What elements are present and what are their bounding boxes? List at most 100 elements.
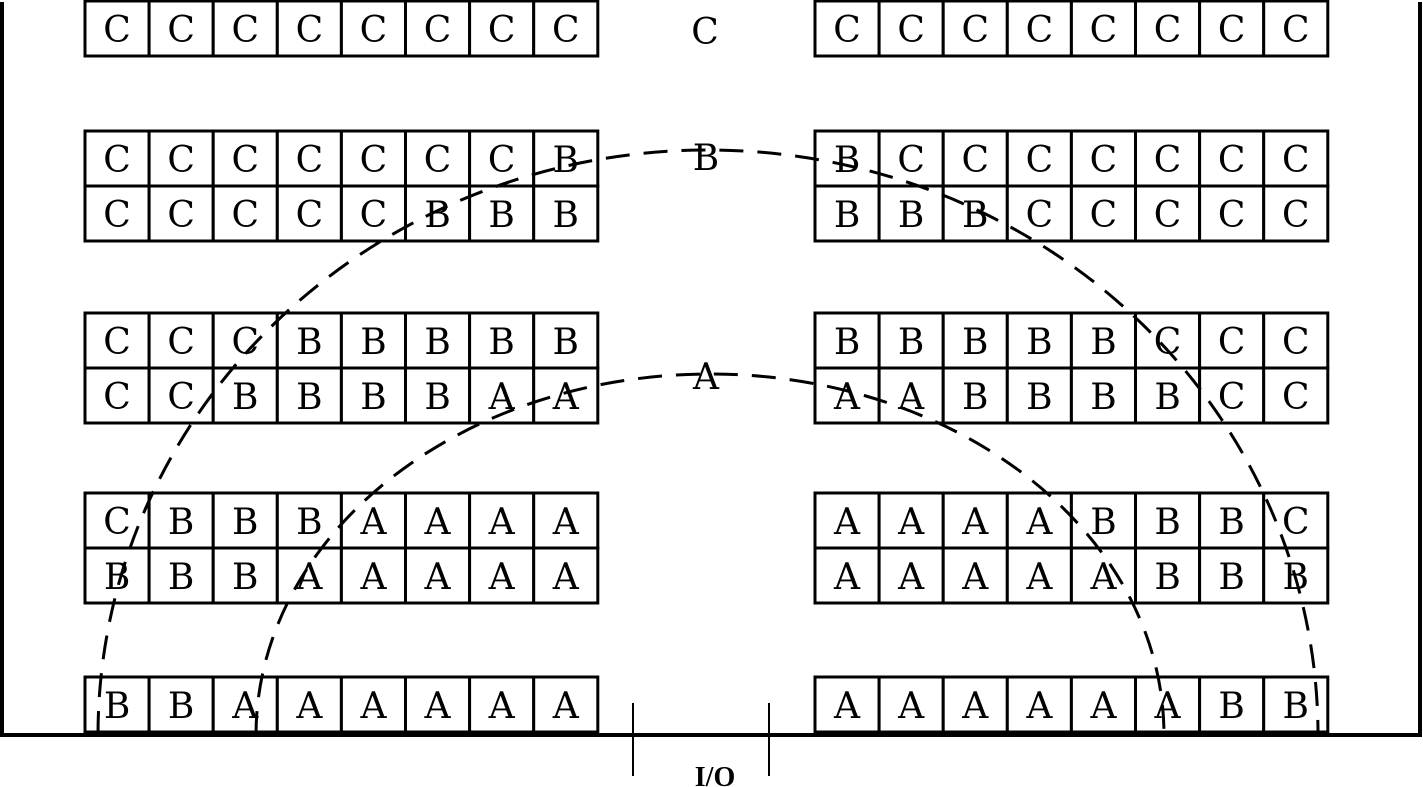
- storage-cell: A: [813, 366, 881, 425]
- storage-cell-box: [404, 0, 472, 58]
- storage-cell: B: [1198, 546, 1266, 605]
- storage-cell-class-label: C: [1218, 195, 1246, 236]
- storage-cell-class-label: C: [488, 10, 516, 51]
- storage-cell-class-label: A: [833, 502, 861, 543]
- storage-cell-class-label: B: [1026, 322, 1052, 363]
- storage-cell: A: [941, 546, 1009, 605]
- storage-cell-class-label: A: [833, 686, 861, 727]
- storage-cell-class-label: C: [167, 377, 195, 418]
- storage-cell: A: [877, 675, 945, 734]
- storage-cell: C: [1069, 184, 1138, 243]
- storage-cell: A: [1134, 675, 1202, 734]
- warehouse-outline: [0, 2, 1422, 737]
- storage-cell: B: [275, 366, 343, 425]
- storage-cell: C: [1262, 129, 1330, 188]
- storage-cell-box: [83, 366, 151, 425]
- storage-cell-class-label: A: [833, 377, 861, 418]
- storage-cell: C: [404, 0, 472, 58]
- storage-cell-box: [339, 675, 407, 734]
- storage-cell: B: [147, 546, 215, 605]
- storage-cell: B: [532, 311, 600, 370]
- storage-cell: B: [275, 311, 343, 370]
- storage-cell-class-label: C: [103, 10, 131, 51]
- storage-cell: C: [1069, 129, 1138, 188]
- storage-cell-class-label: C: [1026, 10, 1054, 51]
- storage-cell-class-label: B: [1026, 377, 1052, 418]
- storage-cell-class-label: C: [1154, 140, 1182, 181]
- storage-cell-class-label: B: [834, 322, 860, 363]
- storage-cell-class-label: C: [1218, 140, 1246, 181]
- storage-cell-class-label: C: [167, 10, 195, 51]
- storage-cell-box: [1134, 675, 1202, 734]
- storage-cell-box: [211, 491, 279, 550]
- storage-cell-class-label: B: [1090, 322, 1116, 363]
- storage-cell-class-label: A: [231, 686, 259, 727]
- storage-cell-box: [813, 129, 881, 188]
- storage-cell-class-label: A: [359, 686, 387, 727]
- storage-cell-class-label: B: [1154, 377, 1180, 418]
- storage-cell: B: [404, 311, 472, 370]
- storage-cell-class-label: A: [897, 502, 925, 543]
- storage-cell-class-label: B: [360, 322, 386, 363]
- storage-cell: A: [339, 675, 407, 734]
- storage-cell-class-label: C: [360, 140, 388, 181]
- storage-cell-box: [147, 546, 215, 605]
- storage-cell-class-label: C: [424, 10, 452, 51]
- storage-cell-box: [147, 675, 215, 734]
- storage-cell: A: [941, 675, 1009, 734]
- storage-cell-class-label: B: [1090, 377, 1116, 418]
- storage-cell: B: [147, 675, 215, 734]
- storage-cell: A: [877, 366, 945, 425]
- storage-cell: C: [83, 311, 151, 370]
- storage-cell-box: [813, 675, 881, 734]
- storage-cell: C: [147, 366, 215, 425]
- storage-cell-class-label: C: [1026, 195, 1054, 236]
- storage-cell-box: [941, 491, 1009, 550]
- storage-cell-class-label: C: [552, 10, 580, 51]
- storage-cell-box: [532, 0, 600, 58]
- storage-cell: B: [83, 546, 151, 605]
- storage-cell: C: [83, 184, 151, 243]
- storage-cell: A: [532, 546, 600, 605]
- storage-cell-box: [339, 546, 407, 605]
- storage-cell-class-label: B: [296, 502, 322, 543]
- storage-cell-class-label: B: [168, 557, 194, 598]
- storage-cell-class-label: B: [898, 195, 924, 236]
- storage-cell-class-label: A: [1089, 557, 1117, 598]
- storage-cell: C: [1069, 0, 1138, 58]
- storage-cell-class-label: B: [1218, 686, 1244, 727]
- storage-cell: A: [941, 491, 1009, 550]
- storage-cell: B: [1005, 366, 1073, 425]
- storage-cell-box: [275, 675, 343, 734]
- storage-cell-box: [532, 184, 600, 243]
- storage-cell-box: [275, 184, 343, 243]
- storage-cell: A: [339, 546, 407, 605]
- storage-cell-class-label: B: [553, 140, 579, 181]
- storage-cell: C: [468, 129, 536, 188]
- storage-cell-class-label: B: [553, 322, 579, 363]
- storage-cell-box: [1134, 0, 1202, 58]
- storage-cell-class-label: C: [424, 140, 452, 181]
- storage-cell-box: [1262, 366, 1330, 425]
- storage-cell: C: [941, 0, 1009, 58]
- storage-cell: B: [877, 311, 945, 370]
- storage-cell-box: [1262, 0, 1330, 58]
- storage-cell-box: [1198, 491, 1266, 550]
- storage-cell-class-label: A: [424, 502, 452, 543]
- storage-cell: A: [404, 546, 472, 605]
- storage-cell: B: [1069, 491, 1138, 550]
- storage-cell-box: [275, 311, 343, 370]
- storage-cell: C: [147, 311, 215, 370]
- storage-cell-class-label: A: [1025, 686, 1053, 727]
- storage-cell: C: [147, 0, 215, 58]
- storage-cell: A: [275, 675, 343, 734]
- storage-cell: A: [532, 366, 600, 425]
- storage-cell: C: [1262, 311, 1330, 370]
- storage-cell-class-label: C: [296, 195, 324, 236]
- storage-cell-box: [211, 675, 279, 734]
- storage-cell-class-label: A: [961, 502, 989, 543]
- storage-cell: C: [211, 311, 279, 370]
